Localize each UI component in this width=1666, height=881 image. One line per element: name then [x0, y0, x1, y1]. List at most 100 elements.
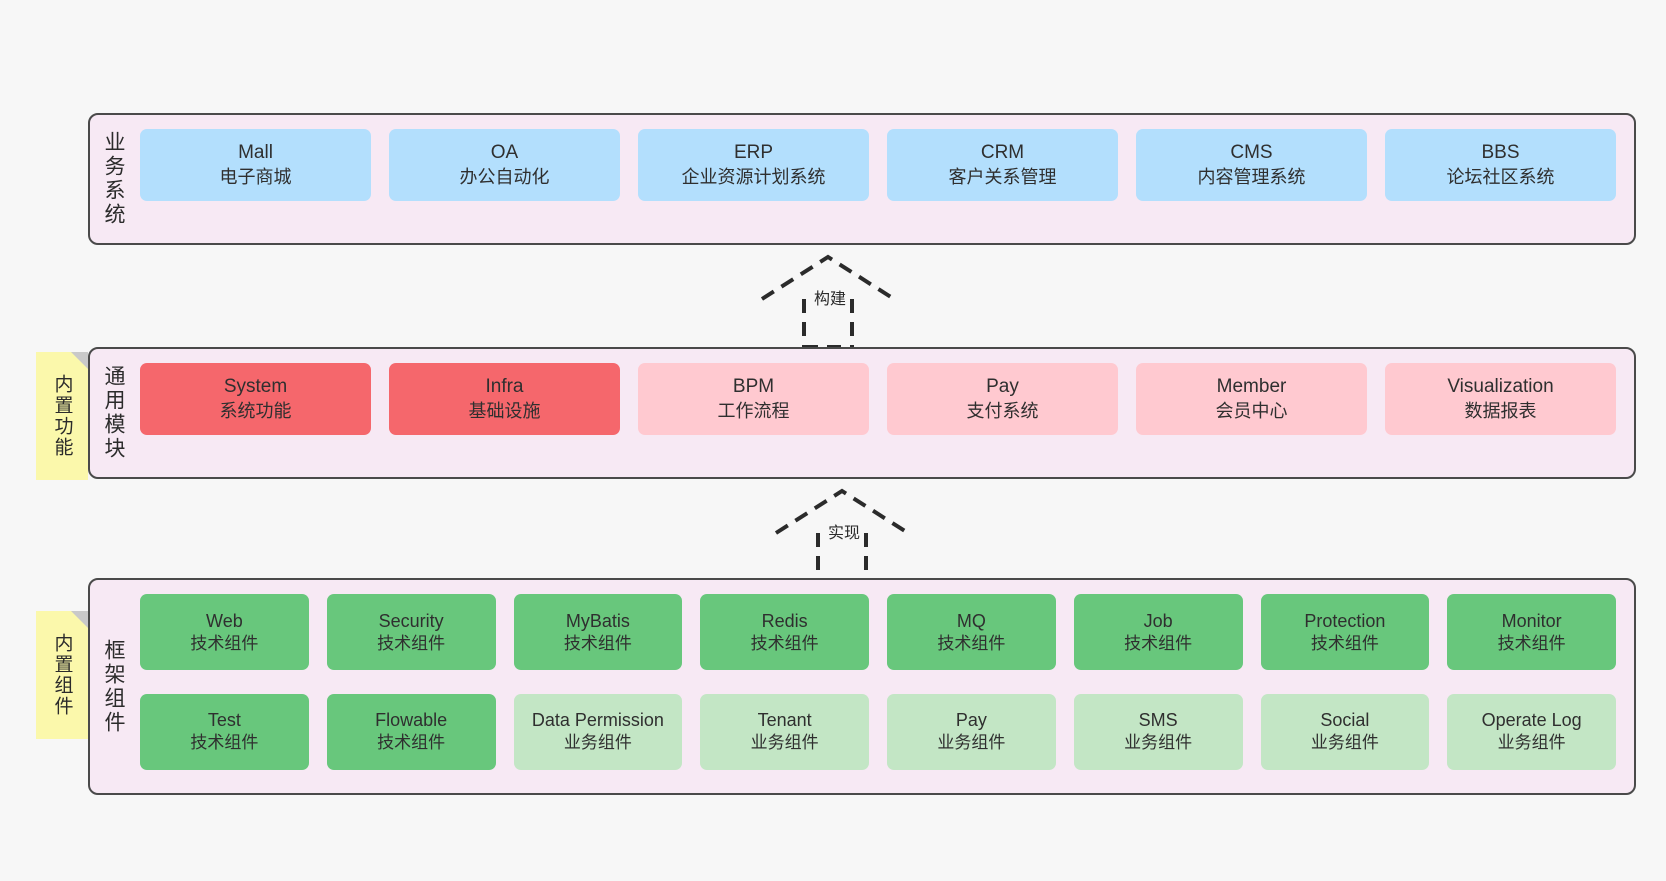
- note-builtin-components: 内置组件: [36, 611, 88, 739]
- component-card-protection[interactable]: Protection 技术组件: [1260, 594, 1430, 670]
- component-card-security[interactable]: Security 技术组件: [326, 594, 496, 670]
- layer-business-systems: 业务系统 Mall 电子商城 OA 办公自动化 ERP 企业资源计划系统 CRM…: [88, 113, 1636, 245]
- card-title-cn: 技术组件: [1124, 633, 1193, 653]
- card-title-cn: 数据报表: [1464, 400, 1537, 421]
- card-title-en: Flowable: [375, 710, 448, 731]
- card-title-cn: 企业资源计划系统: [681, 166, 826, 187]
- business-card-erp[interactable]: ERP 企业资源计划系统: [638, 129, 869, 201]
- card-title-cn: 技术组件: [563, 633, 632, 653]
- card-title-en: CRM: [980, 142, 1025, 164]
- card-title-cn: 论坛社区系统: [1446, 166, 1555, 187]
- note-label: 内置功能: [51, 374, 73, 458]
- component-card-mq[interactable]: MQ 技术组件: [887, 594, 1056, 670]
- component-card-job[interactable]: Job 技术组件: [1073, 594, 1243, 670]
- business-card-oa[interactable]: OA 办公自动化: [389, 129, 620, 201]
- card-title-cn: 客户关系管理: [948, 166, 1057, 187]
- module-card-visualization[interactable]: Visualization 数据报表: [1385, 363, 1616, 435]
- card-title-cn: 基础设施: [468, 400, 541, 421]
- card-title-cn: 会员中心: [1215, 400, 1288, 421]
- card-title-cn: 业务组件: [937, 733, 1006, 753]
- note-label: 内置组件: [51, 633, 73, 717]
- business-card-grid: Mall 电子商城 OA 办公自动化 ERP 企业资源计划系统 CRM 客户关系…: [136, 115, 1634, 243]
- card-title-en: Visualization: [1447, 376, 1554, 398]
- component-card-web[interactable]: Web 技术组件: [140, 594, 309, 670]
- connector-label-build: 构建: [814, 291, 847, 308]
- card-title-en: Monitor: [1501, 610, 1562, 631]
- card-title-en: BBS: [1481, 142, 1520, 164]
- business-card-cms[interactable]: CMS 内容管理系统: [1136, 129, 1367, 201]
- connector-label-implement: 实现: [828, 525, 861, 542]
- card-title-en: Member: [1216, 376, 1287, 398]
- card-title-cn: 业务组件: [1310, 733, 1379, 753]
- card-title-en: Social: [1320, 710, 1370, 731]
- card-title-en: Web: [206, 610, 243, 631]
- connector-implement: 实现: [766, 481, 946, 583]
- card-title-cn: 技术组件: [190, 733, 259, 753]
- module-card-system[interactable]: System 系统功能: [140, 363, 371, 435]
- module-card-pay[interactable]: Pay 支付系统: [887, 363, 1118, 435]
- card-title-en: Pay: [986, 376, 1019, 398]
- card-title-en: Mall: [238, 142, 273, 164]
- framework-card-grid: Web 技术组件 Security 技术组件 MyBatis 技术组件 Redi…: [136, 580, 1634, 793]
- card-title-cn: 技术组件: [377, 633, 446, 653]
- card-title-en: MyBatis: [565, 610, 630, 631]
- card-title-cn: 内容管理系统: [1197, 166, 1306, 187]
- module-card-bpm[interactable]: BPM 工作流程: [638, 363, 869, 435]
- connector-build: 构建: [752, 247, 932, 349]
- layer-title-framework: 框架组件: [102, 638, 126, 735]
- card-title-cn: 技术组件: [1497, 633, 1566, 653]
- module-card-member[interactable]: Member 会员中心: [1136, 363, 1367, 435]
- module-card-infra[interactable]: Infra 基础设施: [389, 363, 620, 435]
- layer-title-business: 业务系统: [102, 131, 126, 227]
- business-card-mall[interactable]: Mall 电子商城: [140, 129, 371, 201]
- business-card-bbs[interactable]: BBS 论坛社区系统: [1385, 129, 1616, 201]
- card-title-en: Data Permission: [531, 710, 664, 731]
- layer-title-common: 通用模块: [102, 365, 126, 461]
- card-title-en: SMS: [1138, 710, 1178, 731]
- card-title-cn: 支付系统: [966, 400, 1039, 421]
- card-title-cn: 办公自动化: [459, 166, 550, 187]
- layer-common-modules: 通用模块 System 系统功能 Infra 基础设施 BPM 工作流程 Pay…: [88, 347, 1636, 479]
- card-title-en: Security: [378, 610, 444, 631]
- card-title-en: Pay: [955, 710, 987, 731]
- card-title-en: ERP: [733, 142, 774, 164]
- card-title-cn: 业务组件: [1124, 733, 1193, 753]
- component-card-test[interactable]: Test 技术组件: [140, 693, 309, 770]
- card-title-en: OA: [490, 142, 519, 164]
- note-builtin-features: 内置功能: [36, 352, 88, 480]
- component-card-tenant[interactable]: Tenant 业务组件: [700, 693, 869, 770]
- component-card-data-permission[interactable]: Data Permission 业务组件: [513, 693, 683, 770]
- component-card-redis[interactable]: Redis 技术组件: [700, 594, 869, 670]
- component-card-operate-log[interactable]: Operate Log 业务组件: [1447, 693, 1616, 770]
- card-title-en: Job: [1143, 610, 1173, 631]
- component-card-pay[interactable]: Pay 业务组件: [887, 693, 1056, 770]
- layer-framework-components: 框架组件 Web 技术组件 Security 技术组件 MyBatis 技术组件…: [88, 578, 1636, 795]
- card-title-en: MQ: [956, 610, 986, 631]
- business-card-crm[interactable]: CRM 客户关系管理: [887, 129, 1118, 201]
- card-title-en: Redis: [761, 610, 808, 631]
- component-card-flowable[interactable]: Flowable 技术组件: [326, 693, 496, 770]
- card-title-cn: 技术组件: [750, 633, 819, 653]
- common-card-grid: System 系统功能 Infra 基础设施 BPM 工作流程 Pay 支付系统…: [136, 349, 1634, 477]
- card-title-en: System: [223, 376, 288, 398]
- card-title-cn: 业务组件: [563, 733, 632, 753]
- card-title-cn: 技术组件: [937, 633, 1006, 653]
- card-title-cn: 业务组件: [750, 733, 819, 753]
- component-card-sms[interactable]: SMS 业务组件: [1073, 693, 1243, 770]
- card-title-cn: 技术组件: [377, 733, 446, 753]
- card-title-en: Operate Log: [1481, 710, 1582, 731]
- component-card-monitor[interactable]: Monitor 技术组件: [1447, 594, 1616, 670]
- card-title-en: Infra: [485, 376, 524, 398]
- card-title-cn: 系统功能: [219, 400, 292, 421]
- card-title-cn: 电子商城: [219, 166, 292, 187]
- note-fold-icon: [71, 611, 88, 628]
- card-title-cn: 技术组件: [1310, 633, 1379, 653]
- component-card-social[interactable]: Social 业务组件: [1260, 693, 1430, 770]
- card-title-en: BPM: [732, 376, 775, 398]
- card-title-en: Tenant: [757, 710, 812, 731]
- card-title-cn: 工作流程: [717, 400, 790, 421]
- card-title-cn: 业务组件: [1497, 733, 1566, 753]
- component-card-mybatis[interactable]: MyBatis 技术组件: [513, 594, 683, 670]
- note-fold-icon: [71, 352, 88, 369]
